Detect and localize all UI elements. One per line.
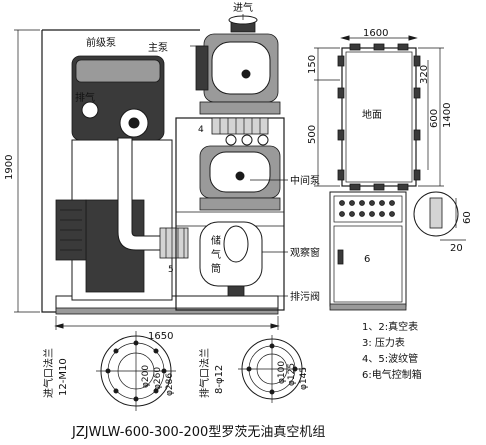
inlet-flange-d-outer: φ286 [165,373,175,396]
inlet-label: 进气 [233,1,253,14]
dim-20: 20 [450,243,463,254]
inlet-flange-d-inner: φ200 [141,365,151,388]
cabinet-door [333,225,403,303]
fore-pump-label: 前级泵 [86,36,116,49]
inlet-flange-holes: 12-M10 [58,358,69,396]
main-pump-rotor-casing [211,41,271,95]
exhaust-label: 排气 [75,91,95,104]
exhaust-flange-d-inner: φ100 [277,361,287,384]
pressure-gauge-3 [257,134,269,146]
main-pump-side-cover [195,45,209,91]
inlet-flange-view [96,331,176,411]
middle-pump-base [199,197,281,211]
bellows-5 [159,227,189,259]
anchor-detail [413,191,466,241]
number-5: 5 [168,265,174,275]
inlet-flange-title: 进气口法兰 [42,348,55,398]
cabinet-body [329,191,407,307]
dim-foot-width: 1600 [363,28,388,39]
dim-320: 320 [419,65,430,84]
drawing-title: JZJWLW-600-300-200型罗茨无油真空机组 [71,425,325,440]
dim-total-height: 1900 [4,155,15,180]
tank-label-1: 储 [211,234,221,247]
cabinet-number: 6 [364,254,370,265]
exhaust-flange-holes: 8-φ12 [214,365,225,394]
legend-item-3: 4、5:波纹管 [362,352,418,365]
dim-150: 150 [307,55,318,74]
exhaust-port [81,101,99,119]
exhaust-flange-d-outer: φ145 [299,367,309,390]
foundation-plan [314,35,444,191]
tank-label-2: 气 [211,248,221,261]
drain-valve [227,285,245,297]
tank-label-3: 筒 [211,262,221,275]
vacuum-gauge-2 [241,134,253,146]
electric-control-cabinet [329,191,407,311]
floor-label: 地面 [362,108,382,121]
exhaust-flange-title: 排气口法兰 [198,348,211,398]
main-pump-label: 主泵 [148,42,168,54]
legend-item-4: 6:电气控制箱 [362,368,422,381]
exhaust-flange-view [238,335,306,403]
machine-front-view [41,14,288,315]
middle-pump-label: 中间泵 [290,174,320,187]
dim-500: 500 [307,125,318,144]
dim-60: 60 [462,211,473,224]
inlet-flange-d-mid: φ260 [153,367,163,390]
legend-item-1: 1、2:真空表 [362,320,418,333]
legend-item-2: 3: 压力表 [362,336,405,349]
bellows-4 [211,117,269,135]
number-4: 4 [198,125,204,135]
exhaust-flange-d-mid: φ125 [287,363,297,386]
dim-600: 600 [429,109,440,128]
drain-valve-label: 排污阀 [290,290,320,303]
base-rail [55,307,279,315]
dim-foot-depth: 1400 [442,103,453,128]
overall-dimensions [14,29,280,330]
main-pump-base [199,101,281,115]
sight-window-glass [223,225,249,263]
sight-window-label: 观察窗 [290,246,320,259]
dim-total-width: 1650 [148,331,173,342]
vacuum-gauge-1 [225,134,237,146]
cabinet-handle [337,249,344,265]
